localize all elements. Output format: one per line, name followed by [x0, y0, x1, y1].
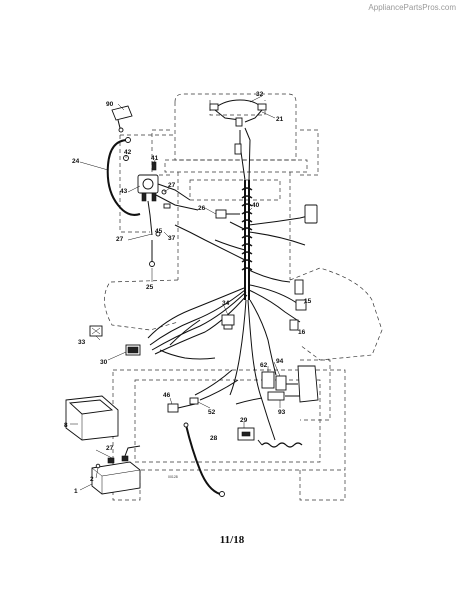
part-26 [215, 209, 240, 219]
callout-1: 1 [74, 488, 78, 495]
callout-30: 30 [100, 359, 108, 366]
callout-40: 40 [252, 202, 260, 209]
callout-94: 94 [276, 358, 284, 365]
part-25 [149, 240, 155, 267]
part-90 [111, 105, 133, 133]
parts-62-94-93 [261, 365, 319, 403]
callout-42: 42 [124, 149, 132, 156]
callout-46: 46 [163, 392, 171, 399]
callout-93: 93 [278, 409, 286, 416]
parts-46-52 [167, 397, 199, 413]
callout-32: 32 [256, 91, 264, 98]
callout-29: 29 [240, 417, 248, 424]
callout-27c: 27 [106, 445, 114, 452]
leader-lines [70, 95, 307, 491]
callout-45: 45 [155, 228, 163, 235]
callout-24: 24 [72, 158, 80, 165]
solenoid-43 [137, 174, 199, 236]
callout-41: 41 [151, 155, 159, 162]
callout-33: 33 [78, 339, 86, 346]
callout-2: 2 [90, 476, 94, 483]
callout-28: 28 [210, 435, 218, 442]
battery-box-8 [65, 395, 119, 441]
callout-21: 21 [276, 116, 284, 123]
part-33 [89, 325, 103, 337]
battery-1 [91, 445, 141, 495]
page-number: 11/18 [219, 534, 245, 546]
callout-90: 90 [106, 101, 114, 108]
part-30 [125, 344, 141, 356]
callout-27a: 27 [168, 182, 176, 189]
wire-28 [183, 422, 225, 497]
drawing-code: 00128 [168, 475, 178, 479]
callout-37: 37 [168, 235, 176, 242]
top-switch-harness [209, 99, 267, 155]
callout-16: 16 [298, 329, 306, 336]
callout-26: 26 [198, 205, 206, 212]
harness-branches [147, 214, 313, 441]
right-connectors [289, 204, 318, 331]
main-harness-trunk [239, 127, 253, 300]
callout-52: 52 [208, 409, 216, 416]
part-34 [221, 314, 235, 330]
callout-25: 25 [146, 284, 154, 291]
part-29 [237, 427, 255, 441]
watermark: AppliancePartsPros.com [368, 3, 456, 12]
callout-27b: 27 [116, 236, 124, 243]
wire-24 [106, 137, 141, 216]
coiled-wire [257, 439, 303, 448]
callout-8: 8 [64, 422, 68, 429]
callout-15: 15 [304, 298, 312, 305]
callout-43: 43 [120, 188, 128, 195]
callout-labels: 32 21 90 42 41 24 43 27 26 40 27 45 37 2… [64, 91, 312, 495]
callout-34: 34 [222, 300, 230, 307]
callout-62: 62 [260, 362, 268, 369]
